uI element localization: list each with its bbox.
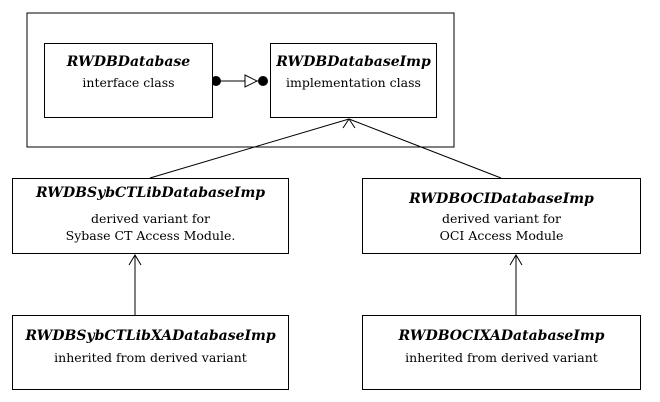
box-title: RWDBDatabase [66,54,191,70]
rwdbocidatabaseimp-box: RWDBOCIDatabaseImp derived variant for O… [362,178,641,254]
box-title: RWDBOCIDatabaseImp [409,191,594,207]
box-title: RWDBSybCTLibDatabaseImp [35,185,266,201]
box-description: implementation class [286,75,421,90]
arrowhead-imp [342,118,356,129]
arrowhead-oci [509,254,523,266]
box-description: interface class [82,75,175,90]
inheritance-line [149,118,350,179]
inheritance-oci-to-imp [348,118,502,179]
rwdbocixadatabaseimp-box: RWDBOCIXADatabaseImp inherited from deri… [362,315,641,390]
box-description: inherited from derived variant [54,350,247,365]
inheritance-sybasexa-to-sybase [128,254,142,315]
inheritance-ocixa-to-oci [509,254,523,315]
box-description: inherited from derived variant [405,350,598,365]
bridge-connector [211,74,268,88]
rwdbdatabase-box: RWDBDatabase interface class [44,43,213,118]
package-frame [26,12,455,148]
box-description-line1: derived variant for [442,211,561,226]
rwdbsybctlibxadatabaseimp-box: RWDBSybCTLibXADatabaseImp inherited from… [12,315,289,390]
arrowhead-sybase [128,254,142,266]
box-title: RWDBDatabaseImp [276,54,431,70]
bridge-arrowhead [244,74,259,88]
box-description-line2: OCI Access Module [439,228,564,243]
bridge-dot-left [211,76,221,86]
inheritance-line [348,118,502,179]
rwdbdatabaseimp-box: RWDBDatabaseImp implementation class [270,43,437,118]
box-description-line2: Sybase CT Access Module. [65,228,236,243]
box-description-line1: derived variant for [91,211,210,226]
box-title: RWDBOCIXADatabaseImp [398,328,605,344]
inheritance-sybase-to-imp [149,118,350,179]
box-title: RWDBSybCTLibXADatabaseImp [25,328,276,344]
bridge-dot-right [258,76,268,86]
rwdbsybctlibdatabaseimp-box: RWDBSybCTLibDatabaseImp derived variant … [12,178,289,254]
